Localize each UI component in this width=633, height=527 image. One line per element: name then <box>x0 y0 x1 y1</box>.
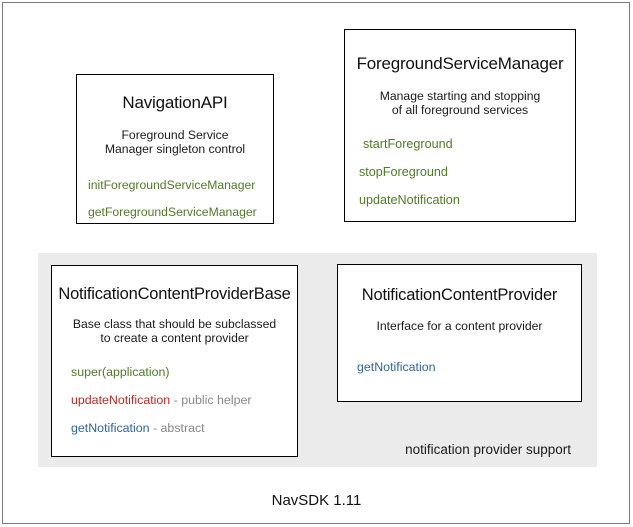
diagram-footer-caption: NavSDK 1.11 <box>271 492 362 509</box>
member-row[interactable]: getForegroundServiceManager <box>88 205 273 219</box>
description-line: to create a content provider <box>100 331 249 345</box>
member-list-notification-content-provider-base: super(application) updateNotification - … <box>52 365 297 435</box>
member-row[interactable]: getNotification <box>357 360 581 374</box>
class-description-navigation-api: Foreground Service Manager singleton con… <box>77 128 273 156</box>
member-list-notification-content-provider: getNotification <box>338 360 581 374</box>
member-name: updateNotification <box>359 193 460 207</box>
member-name: stopForeground <box>359 165 448 179</box>
member-name: getForegroundServiceManager <box>88 205 257 219</box>
member-row[interactable]: updateNotification - public helper <box>71 393 297 407</box>
description-line: Base class that should be subclassed <box>72 317 277 331</box>
member-name: updateNotification <box>71 393 171 407</box>
group-region-label: notification provider support <box>405 442 571 457</box>
class-title-navigation-api: NavigationAPI <box>122 93 228 112</box>
class-box-notification-content-provider[interactable]: NotificationContentProvider Interface fo… <box>337 264 582 402</box>
class-description-notification-content-provider: Interface for a content provider <box>338 319 581 333</box>
member-name: startForeground <box>363 137 453 151</box>
class-box-navigation-api[interactable]: NavigationAPI Foreground Service Manager… <box>76 74 274 224</box>
class-title-foreground-service-manager: ForegroundServiceManager <box>356 54 564 73</box>
class-title-notification-content-provider-base: NotificationContentProviderBase <box>58 285 291 303</box>
class-box-notification-content-provider-base[interactable]: NotificationContentProviderBase Base cla… <box>51 265 298 457</box>
member-row[interactable]: getNotification - abstract <box>71 421 297 435</box>
class-description-foreground-service-manager: Manage starting and stopping of all fore… <box>345 89 575 117</box>
member-note: - public helper <box>170 393 252 407</box>
description-line: Interface for a content provider <box>376 319 543 333</box>
member-row[interactable]: startForeground <box>359 137 575 151</box>
member-name: initForegroundServiceManager <box>88 178 256 192</box>
description-line: Foreground Service <box>121 128 229 142</box>
member-list-navigation-api: initForegroundServiceManager getForegrou… <box>77 178 273 219</box>
class-title-notification-content-provider: NotificationContentProvider <box>361 286 558 304</box>
member-row[interactable]: initForegroundServiceManager <box>88 178 273 192</box>
description-line: Manage starting and stopping <box>379 89 541 103</box>
member-list-foreground-service-manager: startForeground stopForeground updateNot… <box>345 137 575 207</box>
class-box-foreground-service-manager[interactable]: ForegroundServiceManager Manage starting… <box>344 29 576 222</box>
member-note: - abstract <box>149 421 205 435</box>
member-name: getNotification <box>357 360 436 374</box>
description-line: of all foreground services <box>391 103 529 117</box>
member-name: super(application) <box>71 365 170 379</box>
member-row[interactable]: updateNotification <box>359 193 575 207</box>
member-row[interactable]: super(application) <box>71 365 297 379</box>
member-row[interactable]: stopForeground <box>359 165 575 179</box>
member-name: getNotification <box>71 421 150 435</box>
class-description-notification-content-provider-base: Base class that should be subclassed to … <box>52 317 297 345</box>
description-line: Manager singleton control <box>104 142 246 156</box>
